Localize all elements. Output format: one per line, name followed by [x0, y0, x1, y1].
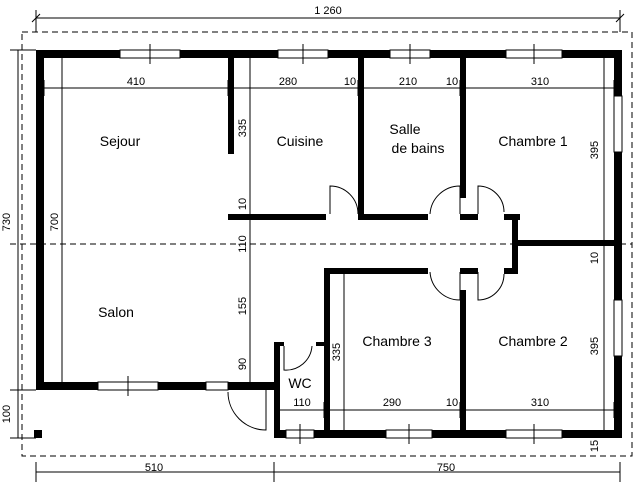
- dim-v-10-right: 10: [589, 252, 601, 264]
- room-label-sdb-line1: Salle: [389, 121, 420, 137]
- bottom-dimension-line: [35, 462, 621, 482]
- dim-top-310: 310: [531, 76, 549, 88]
- walls: [36, 50, 622, 438]
- room-label-chambre3: Chambre 3: [362, 333, 431, 349]
- dim-bot-110: 110: [293, 397, 311, 409]
- dim-v-90: 90: [237, 358, 249, 370]
- bottom-offset-label: 100: [1, 405, 13, 423]
- dim-top-10a: 10: [344, 76, 356, 88]
- left-width-label: 510: [145, 462, 163, 474]
- dim-top-410: 410: [127, 76, 145, 88]
- dim-bot-290: 290: [383, 397, 401, 409]
- dim-top-210: 210: [399, 76, 417, 88]
- dim-bot-10: 10: [446, 397, 458, 409]
- right-width-label: 750: [437, 462, 455, 474]
- dim-v-335-ch3: 335: [331, 343, 343, 361]
- dim-left-700: 700: [49, 213, 61, 231]
- door-swings: [227, 185, 505, 431]
- overall-width-label: 1 260: [314, 5, 342, 17]
- dim-v-15: 15: [589, 440, 601, 452]
- windows: [97, 44, 623, 444]
- corner-marker: [34, 430, 42, 438]
- dim-top-280: 280: [279, 76, 297, 88]
- room-label-salon: Salon: [98, 304, 134, 320]
- dim-v-395-bottom: 395: [589, 337, 601, 355]
- room-label-sdb-line2: de bains: [392, 140, 445, 156]
- dim-bot-310: 310: [531, 397, 549, 409]
- overall-height-label: 730: [1, 213, 13, 231]
- room-label-sejour: Sejour: [100, 133, 141, 149]
- room-label-wc: WC: [288, 375, 311, 391]
- overall-height-dimension: [10, 49, 36, 439]
- room-label-cuisine: Cuisine: [277, 133, 324, 149]
- dim-v-395-top: 395: [589, 141, 601, 159]
- dim-top-10b: 10: [446, 76, 458, 88]
- dim-v-110: 110: [237, 235, 249, 253]
- overall-width-dimension: [31, 10, 625, 32]
- room-label-chambre2: Chambre 2: [498, 333, 567, 349]
- dim-v-10: 10: [237, 198, 249, 210]
- interior-dimension-lines: [43, 58, 615, 430]
- dim-v-155: 155: [237, 297, 249, 315]
- room-label-chambre1: Chambre 1: [498, 133, 567, 149]
- dim-v-335-kitchen: 335: [237, 119, 249, 137]
